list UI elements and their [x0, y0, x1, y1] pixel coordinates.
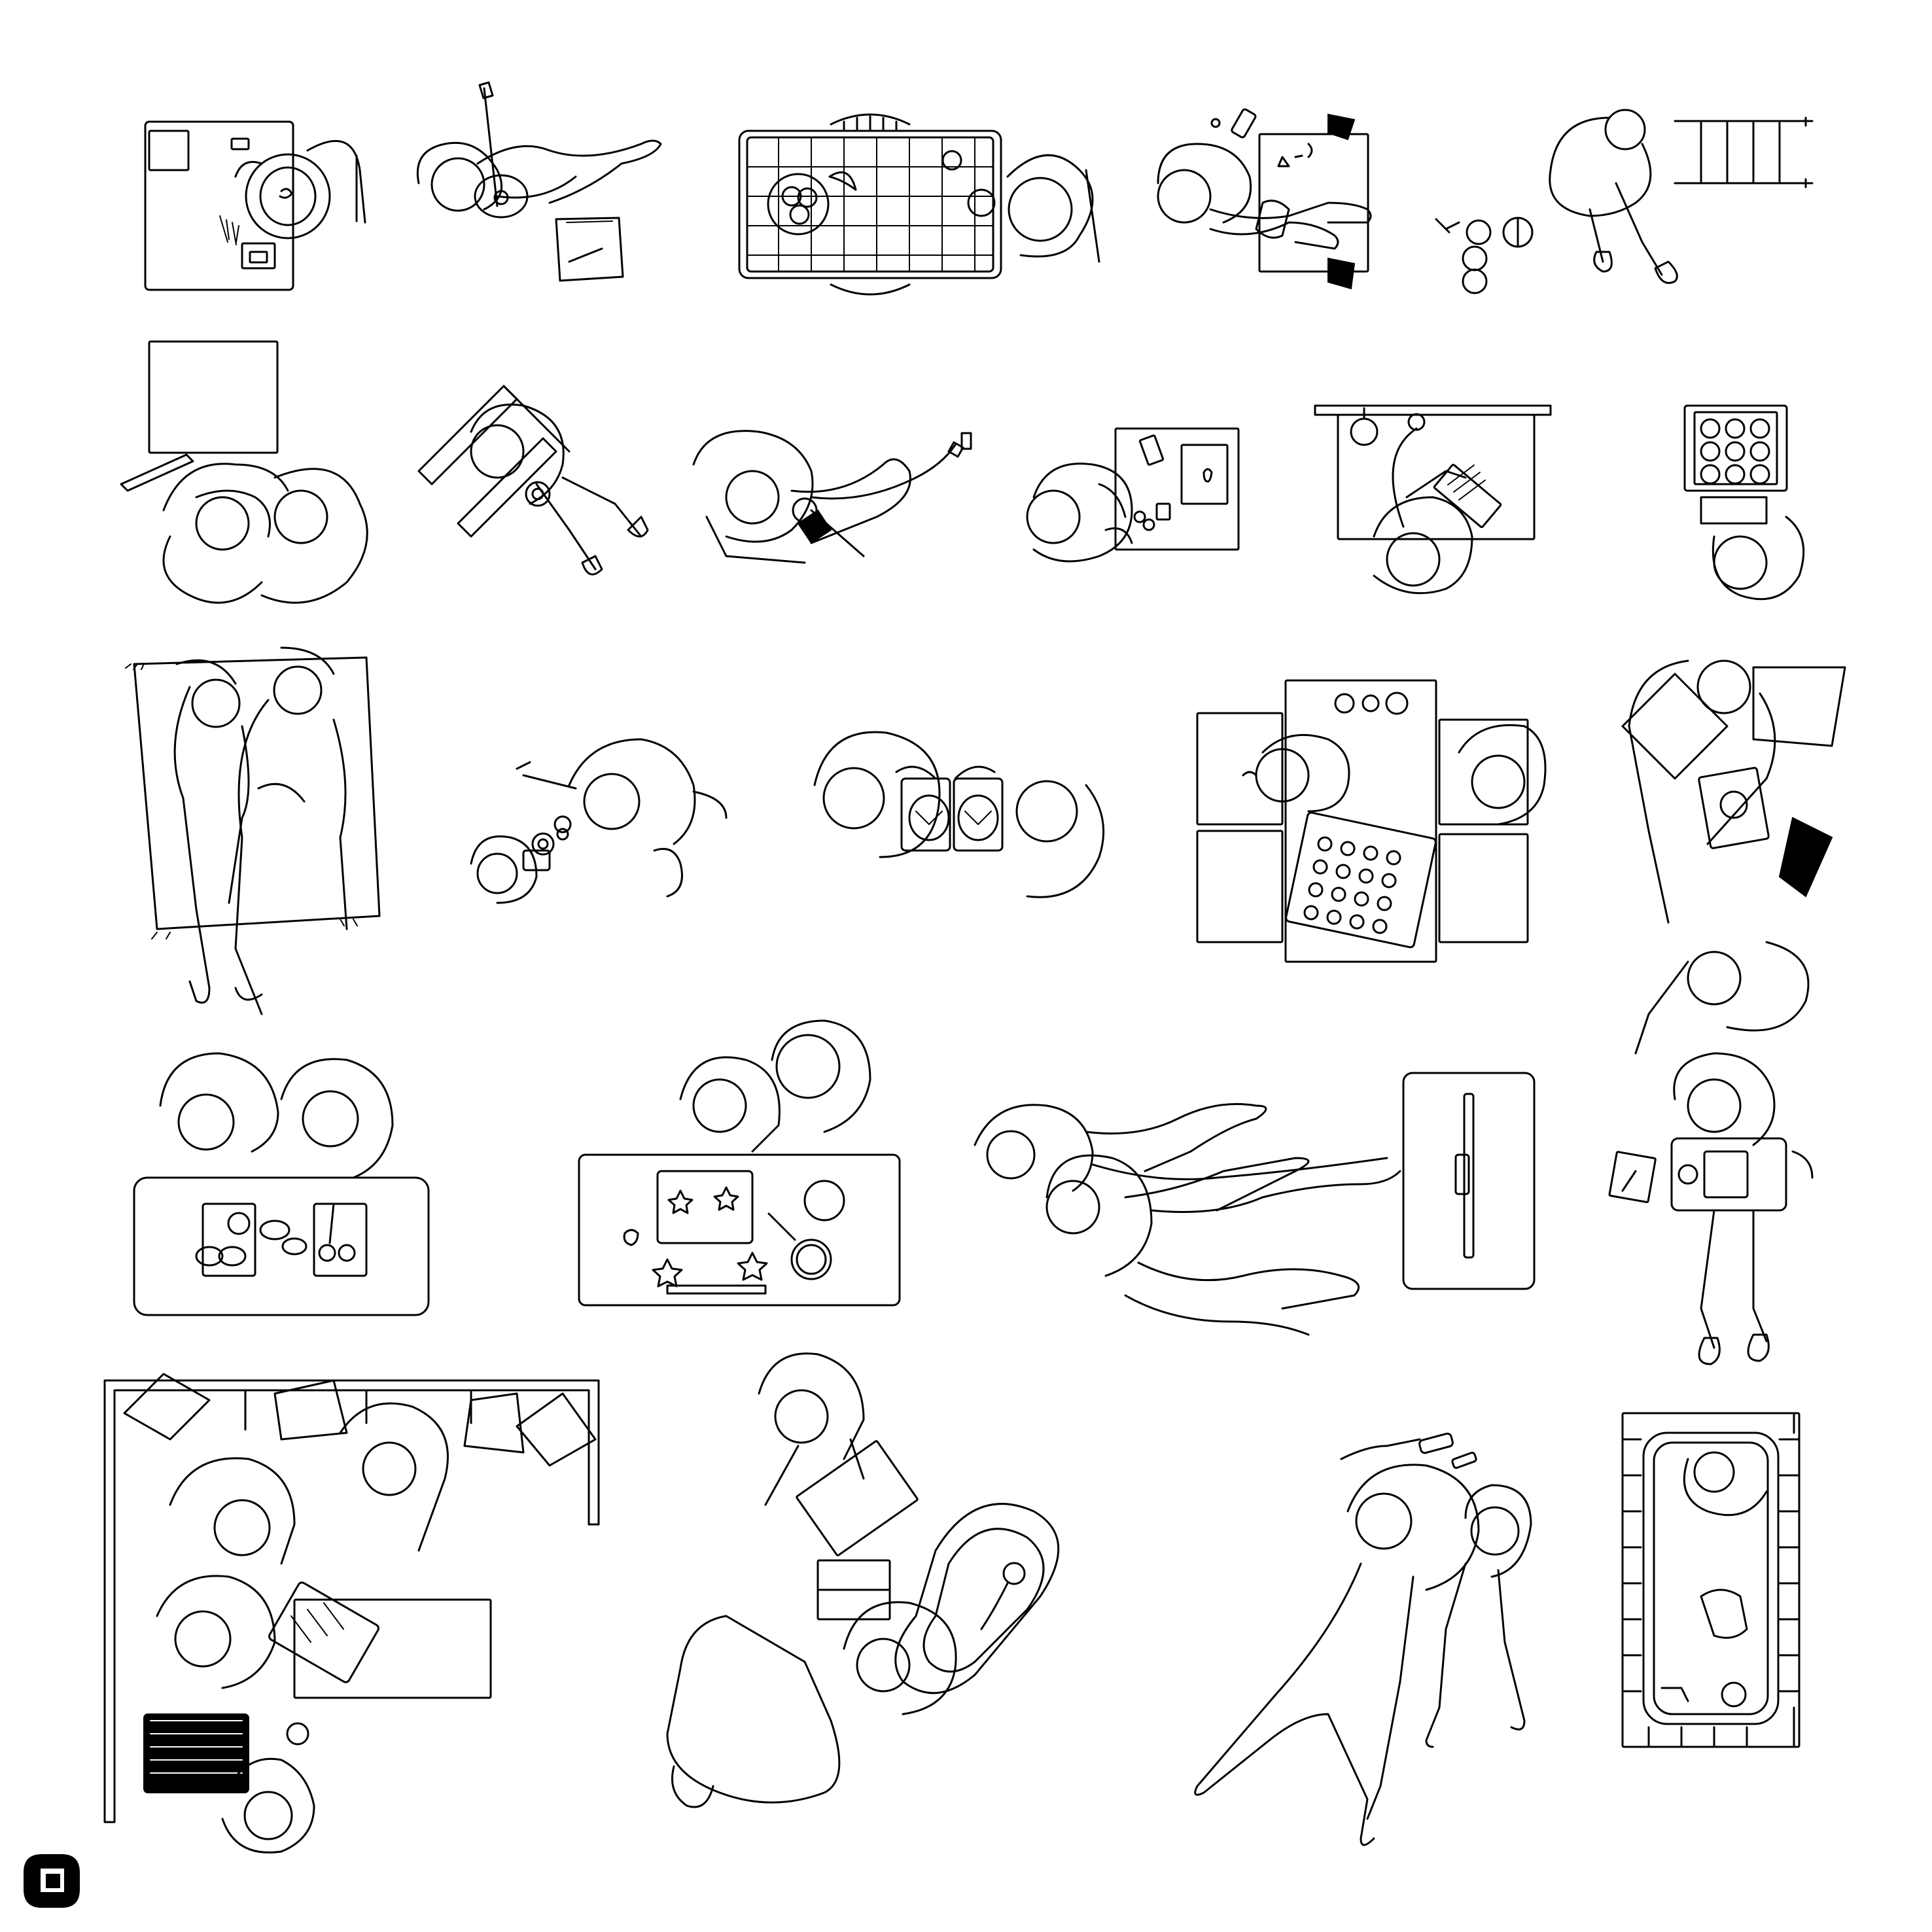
cube-logo-icon	[24, 1854, 80, 1908]
sofa-board-game	[103, 1373, 600, 1853]
chopping-vegetables	[133, 1052, 430, 1316]
floor-art-craft	[1157, 108, 1372, 290]
couple-laptop-pillows	[1621, 659, 1846, 1055]
desk-apple-laptop	[1026, 427, 1240, 563]
desk-child-drawing	[144, 120, 366, 291]
guitar-player	[416, 81, 662, 282]
ladder-painter	[1435, 109, 1814, 294]
star-cookie-cutting	[578, 1019, 901, 1307]
lamp-desk-worker	[1314, 404, 1552, 595]
video-game-players	[974, 1072, 1536, 1336]
baking-cookies-table	[1196, 679, 1547, 963]
muffin-tray-carrier	[1683, 404, 1805, 601]
dining-table-fruit	[738, 113, 1100, 296]
tablet-tray-walker	[1608, 1052, 1814, 1365]
bathtub-baby	[1621, 1412, 1800, 1748]
box-carrier-baby	[666, 1352, 1060, 1808]
parent-child-play	[1194, 1432, 1532, 1846]
shower-hair-wash	[692, 430, 972, 564]
couple-on-blanket	[125, 646, 381, 1015]
two-people-cooking	[813, 731, 1105, 898]
window-hug	[120, 340, 368, 604]
cookie-grid	[1303, 836, 1401, 934]
child-with-toy	[470, 738, 728, 904]
wheelchair-user	[417, 385, 649, 576]
